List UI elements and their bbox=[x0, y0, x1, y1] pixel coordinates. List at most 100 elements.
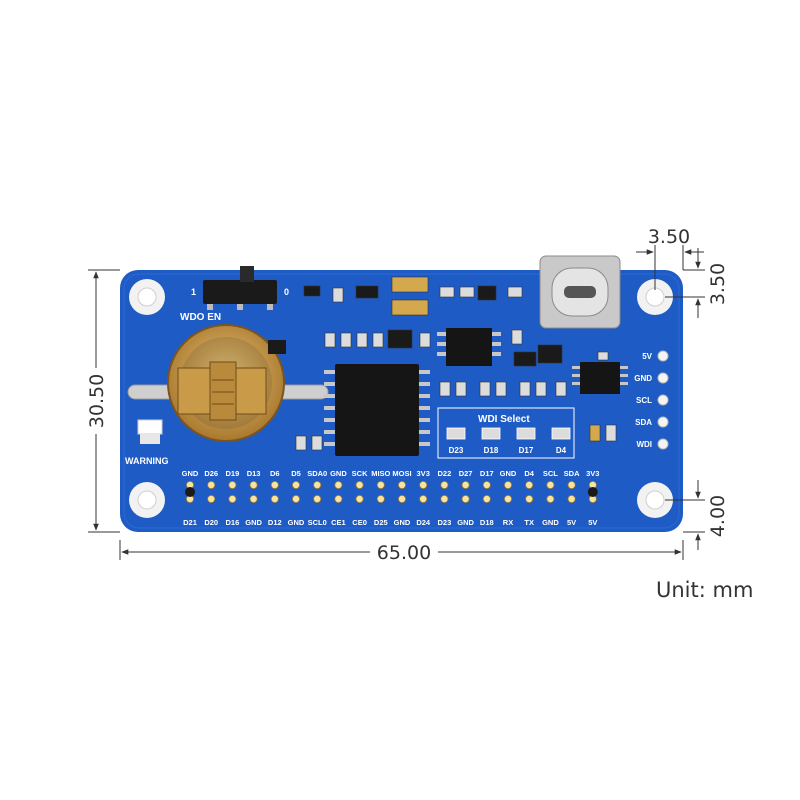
header-pin bbox=[482, 480, 491, 489]
side-pin-list: 5V GND SCL SDA WDI bbox=[634, 350, 669, 450]
header-bottom-label: RX bbox=[503, 518, 513, 527]
header-top-label: D22 bbox=[438, 469, 452, 478]
header-pin bbox=[376, 480, 385, 489]
header-top-label: GND bbox=[330, 469, 347, 478]
side-pin-label: SDA bbox=[635, 418, 652, 427]
dimension-hole-y-label: 3.50 bbox=[707, 263, 729, 305]
header-pin bbox=[249, 480, 258, 489]
wdi-option-label: D18 bbox=[484, 446, 499, 455]
side-pin-label: GND bbox=[634, 374, 652, 383]
header-bottom-label: CE0 bbox=[352, 518, 367, 527]
switch-label-left: 1 bbox=[191, 287, 196, 297]
dimension-height-label: 30.50 bbox=[86, 374, 108, 428]
main-ic bbox=[324, 364, 430, 456]
header-top-label: D13 bbox=[247, 469, 261, 478]
wdi-select-title: WDI Select bbox=[478, 414, 530, 425]
side-pin-pad bbox=[657, 372, 669, 384]
header-pin bbox=[270, 494, 279, 503]
header-pin bbox=[503, 494, 512, 503]
warning-label: WARNING bbox=[125, 456, 169, 466]
dimension-height bbox=[88, 269, 120, 533]
header-top-label: D26 bbox=[204, 469, 218, 478]
header-pin bbox=[482, 494, 491, 503]
header-bottom-label: D25 bbox=[374, 518, 388, 527]
header-top-label: D19 bbox=[226, 469, 240, 478]
header-pin bbox=[567, 494, 576, 503]
unit-label: Unit: mm bbox=[656, 578, 754, 602]
wdo-en-switch bbox=[203, 266, 277, 310]
header-pin bbox=[313, 494, 322, 503]
header-pin bbox=[334, 480, 343, 489]
header-top-label: SCK bbox=[352, 469, 368, 478]
header-top-label: 3V3 bbox=[586, 469, 599, 478]
coin-cell-holder bbox=[127, 324, 329, 442]
warning-led bbox=[137, 419, 163, 444]
header-pin bbox=[355, 480, 364, 489]
wdi-option-label: D4 bbox=[556, 446, 567, 455]
wdi-option-pad bbox=[551, 427, 571, 440]
header-top-label: MISO bbox=[371, 469, 390, 478]
switch-label-name: WDO EN bbox=[180, 312, 221, 323]
side-pin-label: WDI bbox=[636, 440, 652, 449]
header-bottom-label: D20 bbox=[204, 518, 218, 527]
header-pin bbox=[355, 494, 364, 503]
switch-label-right: 0 bbox=[284, 287, 289, 297]
side-pin-label: 5V bbox=[642, 352, 652, 361]
side-pin-pad bbox=[657, 394, 669, 406]
header-pin bbox=[228, 494, 237, 503]
header-top-label: 3V3 bbox=[417, 469, 430, 478]
header-top-label: GND bbox=[182, 469, 199, 478]
mounting-hole-bottom-left bbox=[129, 482, 165, 518]
wdi-select-options: D23 D18 D17 D4 bbox=[446, 427, 571, 455]
header-pin bbox=[567, 480, 576, 489]
dimension-width bbox=[119, 540, 684, 560]
gpio-header bbox=[185, 480, 598, 503]
side-pin-pad bbox=[657, 438, 669, 450]
header-pin bbox=[419, 480, 428, 489]
header-pin bbox=[419, 494, 428, 503]
header-pin bbox=[376, 494, 385, 503]
header-bottom-label: 5V bbox=[588, 518, 597, 527]
header-pin bbox=[546, 480, 555, 489]
header-bottom-label: D12 bbox=[268, 518, 282, 527]
wdi-option-pad bbox=[481, 427, 501, 440]
header-top-label: D27 bbox=[459, 469, 473, 478]
header-pin bbox=[503, 480, 512, 489]
header-pin bbox=[291, 494, 300, 503]
header-bottom-label: GND bbox=[457, 518, 474, 527]
header-pin bbox=[270, 480, 279, 489]
header-pin bbox=[440, 494, 449, 503]
header-bottom-label: TX bbox=[524, 518, 534, 527]
wdi-option-label: D17 bbox=[519, 446, 534, 455]
header-pin bbox=[525, 480, 534, 489]
wdi-option-pad bbox=[516, 427, 536, 440]
dimension-hole-bottom bbox=[665, 480, 705, 550]
header-fiducial bbox=[185, 487, 195, 497]
header-bottom-label: D21 bbox=[183, 518, 197, 527]
dimension-hole-x-label: 3.50 bbox=[648, 226, 690, 248]
header-top-label: D4 bbox=[524, 469, 534, 478]
header-pin bbox=[461, 494, 470, 503]
header-top-label: SDA0 bbox=[307, 469, 327, 478]
header-top-label: D5 bbox=[291, 469, 301, 478]
side-pin-pad bbox=[657, 350, 669, 362]
header-bottom-label: GND bbox=[542, 518, 559, 527]
mounting-hole-top-left bbox=[129, 279, 165, 315]
header-bottom-label: GND bbox=[245, 518, 262, 527]
header-bottom-label: D18 bbox=[480, 518, 494, 527]
wdi-option-label: D23 bbox=[449, 446, 464, 455]
header-pin bbox=[207, 480, 216, 489]
header-pin bbox=[397, 494, 406, 503]
mounting-hole-bottom-right bbox=[637, 482, 673, 518]
header-bottom-label: D24 bbox=[416, 518, 431, 527]
header-pin bbox=[334, 494, 343, 503]
header-bottom-label: 5V bbox=[567, 518, 576, 527]
header-bottom-label: GND bbox=[288, 518, 305, 527]
pcb-inner-edge bbox=[123, 273, 680, 529]
dimension-hole-y bbox=[665, 248, 705, 318]
header-pin bbox=[440, 480, 449, 489]
side-pin-label: SCL bbox=[636, 396, 652, 405]
